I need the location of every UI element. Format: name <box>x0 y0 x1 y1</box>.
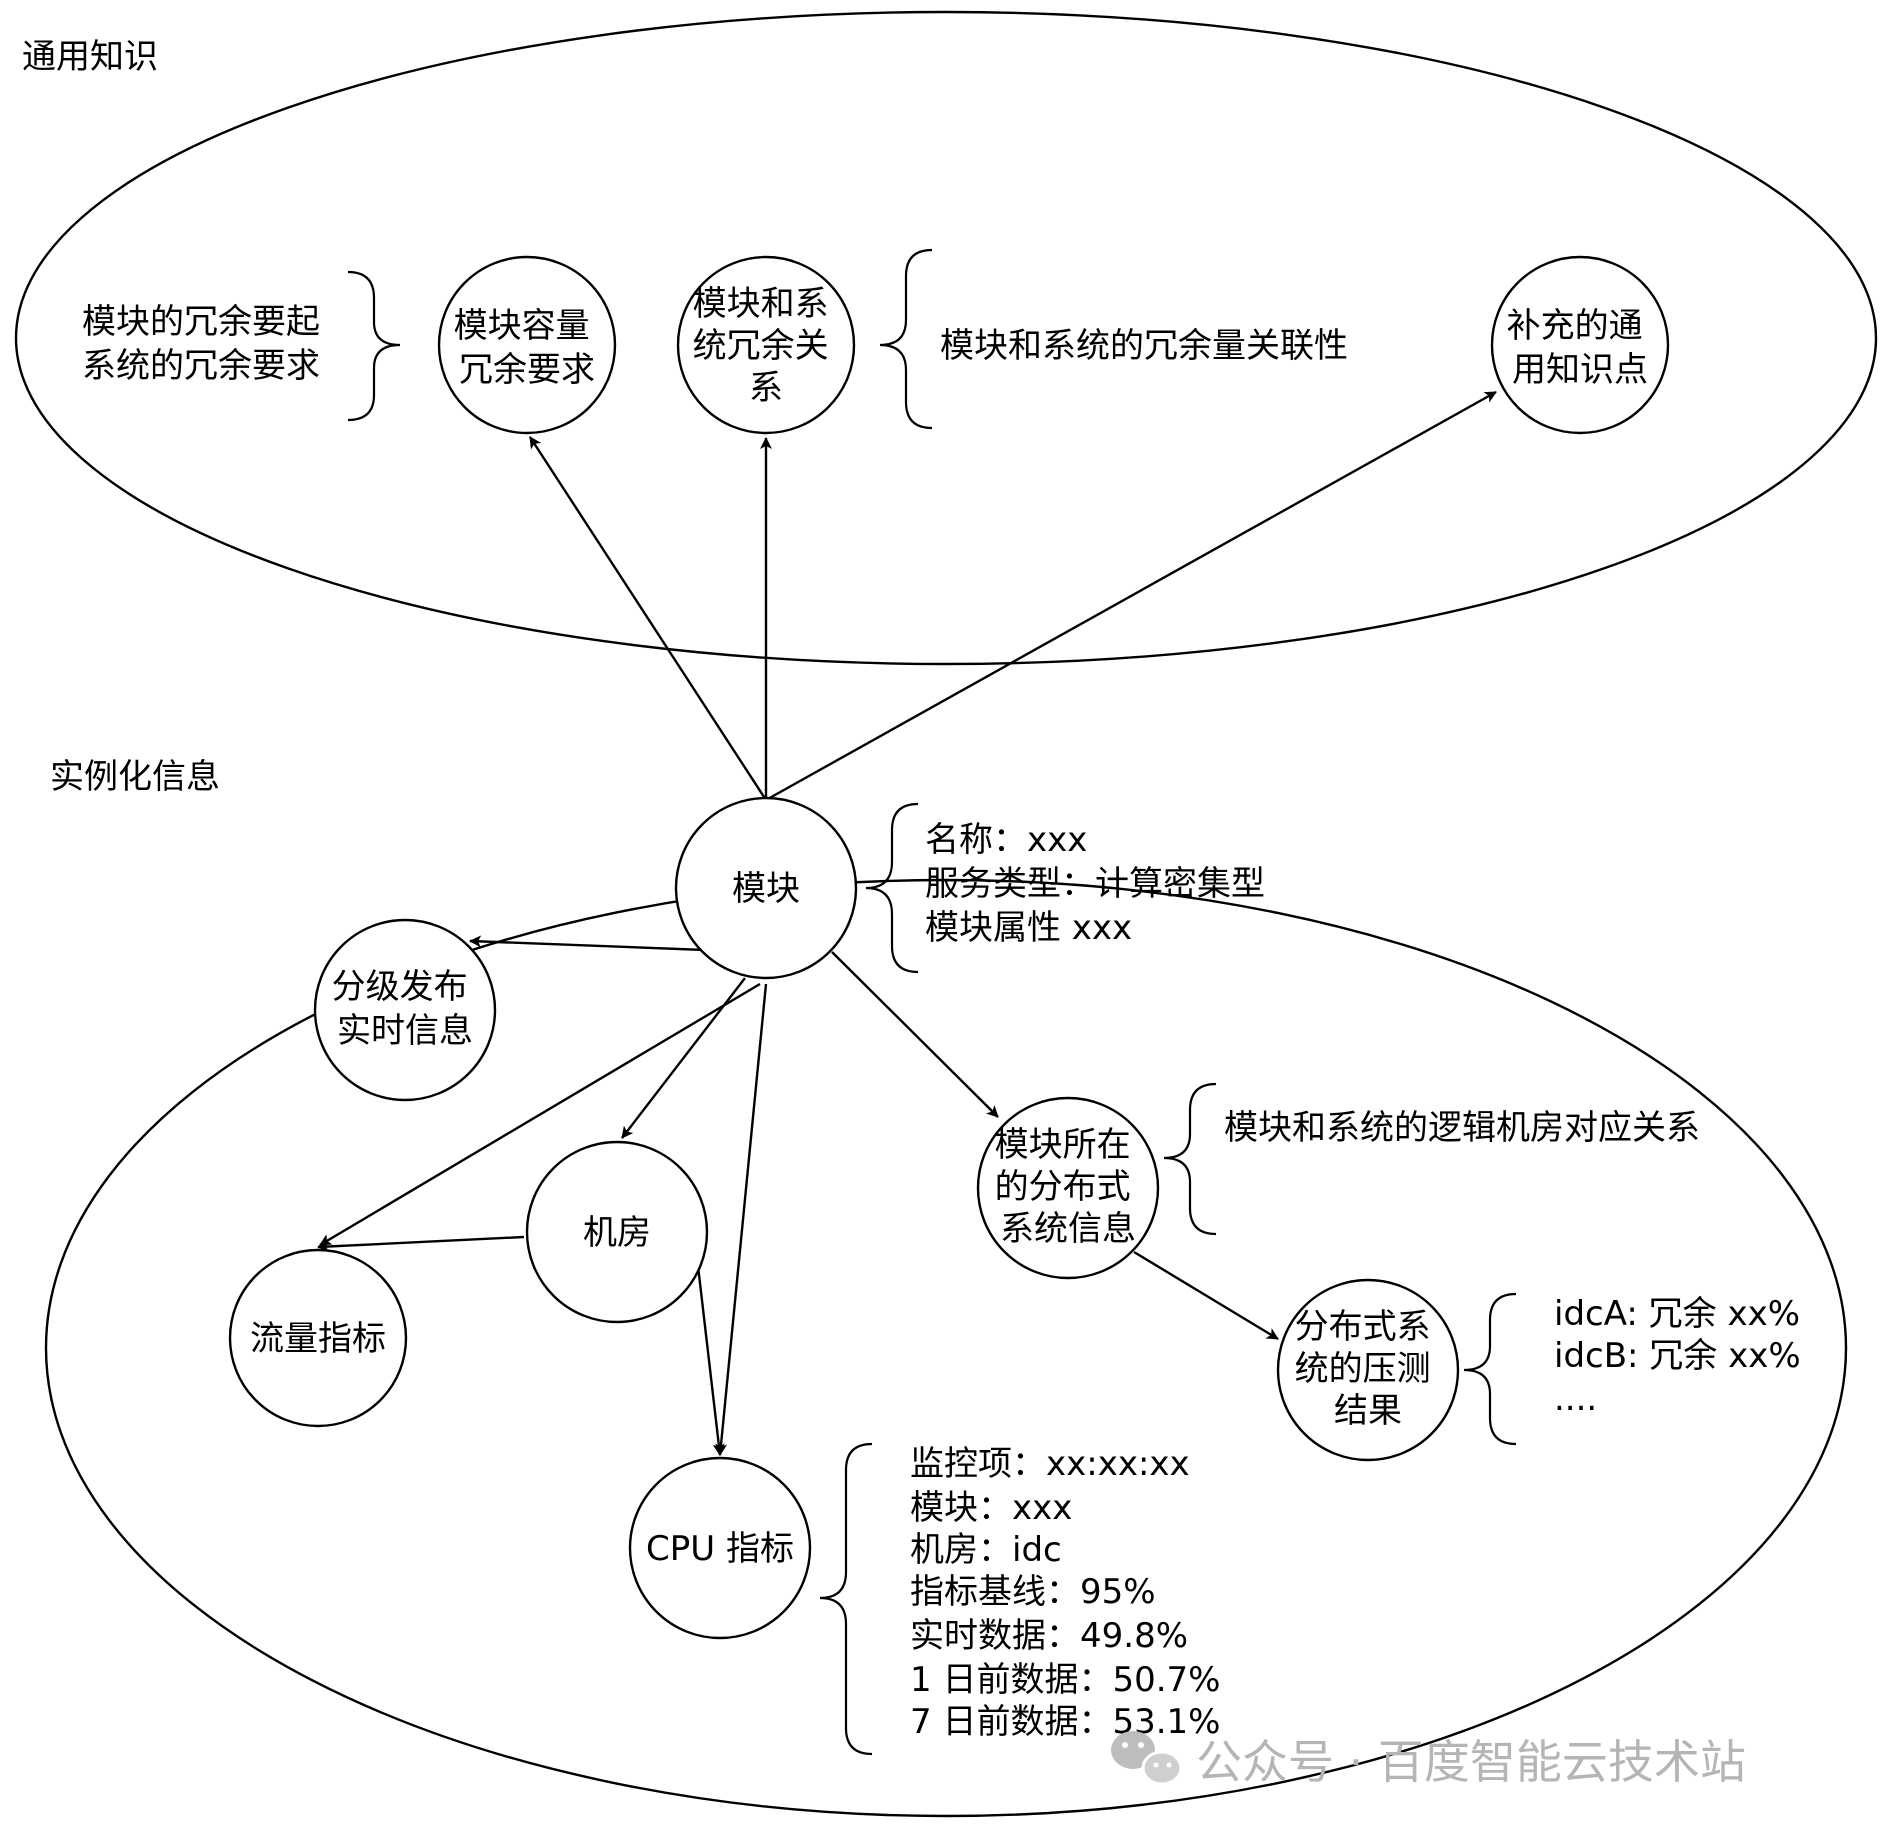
annotation-pressure-note: idcA: 冗余 xx% idcB: 冗余 xx% .... <box>1554 1294 1811 1419</box>
annotation-distributed-note: 模块和系统的逻辑机房对应关系 <box>1224 1108 1700 1148</box>
node-module-system-circle <box>676 255 856 435</box>
instance-info-label: 实例化信息 <box>50 757 220 797</box>
edge-module-traffic <box>319 982 761 1247</box>
annotation-cpu-note: 监控项：xx:xx:xx 模块：xxx 机房：idc 指标基线：95% 实时数据… <box>910 1444 1231 1742</box>
general-knowledge-label: 通用知识 <box>22 37 158 77</box>
node-cpu-circle <box>628 1456 812 1640</box>
brace-module-system-note <box>879 248 933 430</box>
edge-module-supplement <box>765 390 1497 802</box>
instance-info-region <box>44 878 1848 1818</box>
node-traffic-circle <box>228 1248 408 1428</box>
brace-distributed-note <box>1163 1082 1217 1236</box>
edges <box>317 390 1497 1456</box>
annotation-module-note: 名称：xxx 服务类型：计算密集型 模块属性 xxx <box>925 820 1276 948</box>
edge-idc-traffic <box>317 1235 525 1253</box>
node-capacity-label: 模块容量 冗余要求 <box>454 306 601 390</box>
node-module-label: 模块 <box>732 869 800 909</box>
brace-cpu-note <box>819 1442 873 1756</box>
node-supplement-label: 补充的通 用知识点 <box>1507 306 1654 390</box>
node-idc-label: 机房 <box>583 1213 651 1253</box>
edge-module-cpu <box>715 983 768 1456</box>
edge-idc-cpu <box>696 1265 725 1456</box>
node-traffic-label: 流量指标 <box>250 1319 386 1359</box>
nodes <box>228 255 1670 1640</box>
braces <box>347 248 1517 1756</box>
brace-pressure-note <box>1463 1292 1517 1446</box>
node-supplement-circle <box>1490 255 1670 435</box>
node-pressure-circle <box>1276 1278 1460 1462</box>
node-capacity-circle <box>437 255 617 435</box>
edge-module-release <box>469 935 706 952</box>
general-knowledge-region <box>14 10 1878 666</box>
brace-capacity-note <box>347 270 401 422</box>
wechat-icon <box>1111 1731 1183 1786</box>
edge-module-idc <box>621 977 746 1139</box>
node-cpu-label: CPU 指标 <box>646 1529 794 1569</box>
node-release-circle <box>313 918 497 1102</box>
brace-module-note <box>865 802 919 974</box>
watermark-text: 公众号 · 百度智能云技术站 <box>1196 1735 1746 1789</box>
node-release-label: 分级发布 实时信息 <box>332 967 479 1051</box>
node-distributed-circle <box>976 1096 1160 1280</box>
node-distributed-label: 模块所在 的分布式 系统信息 <box>995 1125 1142 1249</box>
node-module-system-label: 模块和系 统冗余关 系 <box>693 284 840 408</box>
node-pressure-label: 分布式系 统的压测 结果 <box>1295 1307 1442 1431</box>
edge-module-distributed <box>831 951 999 1118</box>
edge-module-capacity <box>528 436 768 801</box>
annotation-module-system-note: 模块和系统的冗余量关联性 <box>940 326 1348 366</box>
edge-distributed-pressure <box>1133 1250 1279 1341</box>
node-module-circle <box>674 796 858 980</box>
node-idc-circle <box>525 1140 709 1324</box>
annotation-capacity-note: 模块的冗余要起 系统的冗余要求 <box>82 302 331 386</box>
